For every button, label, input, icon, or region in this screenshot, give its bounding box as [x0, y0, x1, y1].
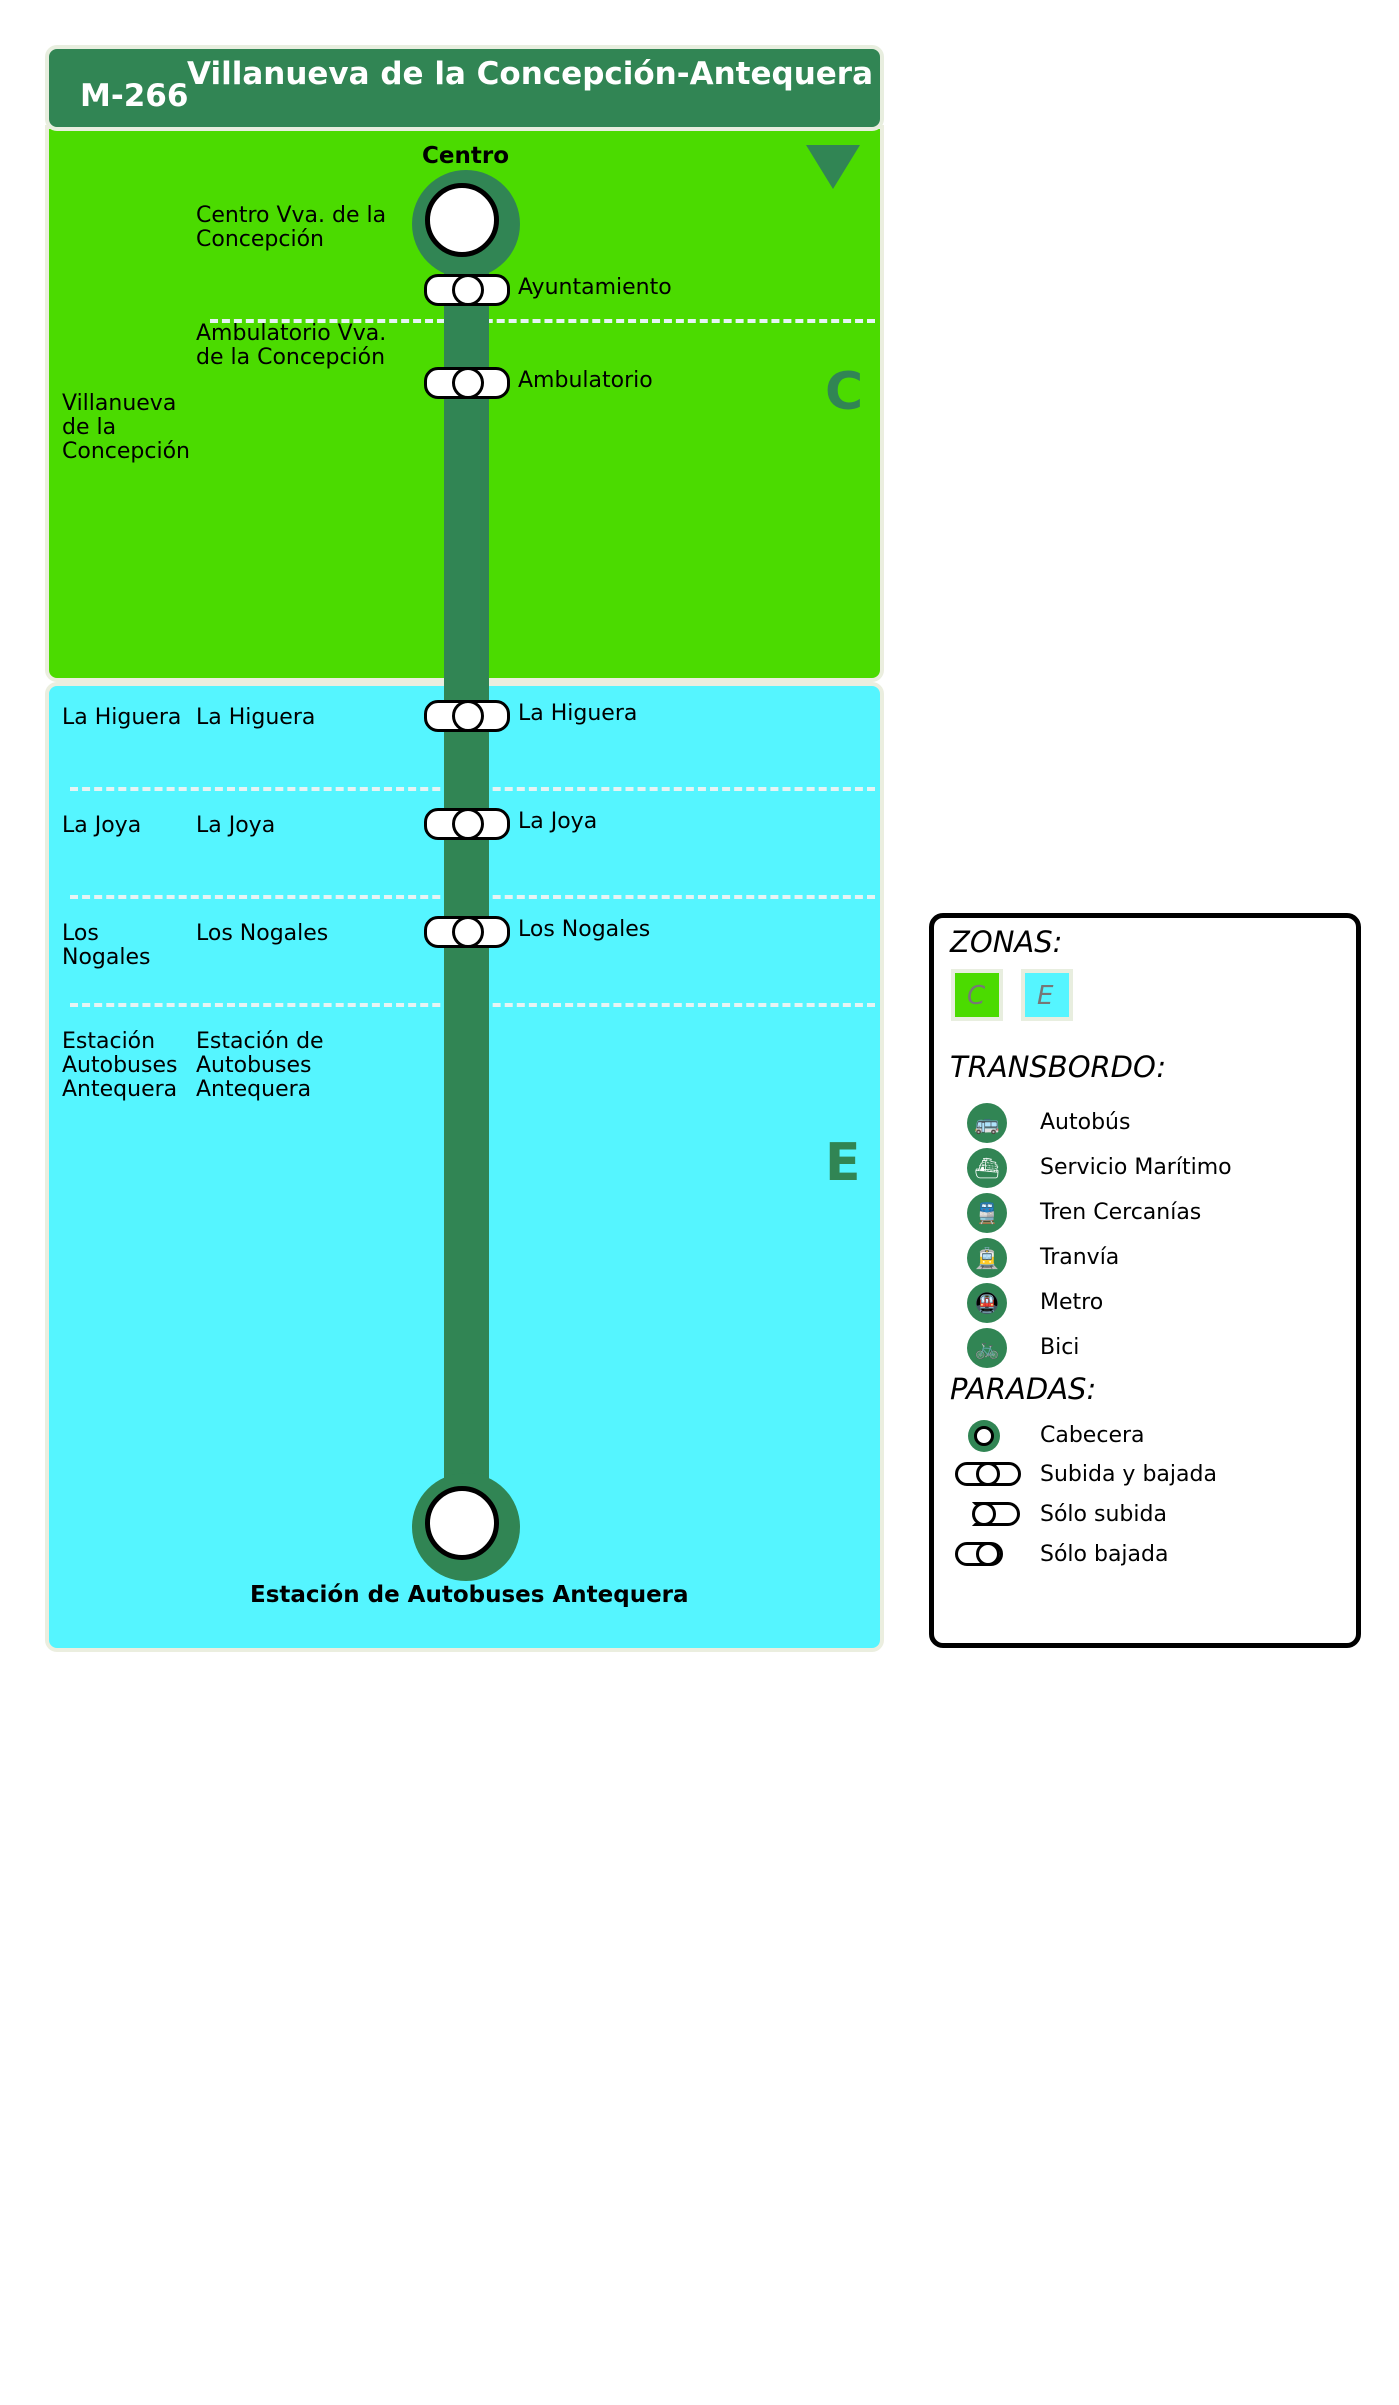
stop-ambulatorio-name: Ambulatorio Vva. de la Concepción	[196, 321, 387, 370]
route-code: M-266	[80, 78, 189, 114]
legend-metro-label: Metro	[1040, 1290, 1104, 1315]
stop-la-higuera-label: La Higuera	[518, 701, 638, 726]
direction-arrow-icon	[806, 145, 860, 189]
municipality-antequera: Estación Autobuses Antequera	[62, 1029, 178, 1102]
stop-ayuntamiento-label: Ayuntamiento	[518, 275, 672, 300]
legend-tram-label: Tranvía	[1040, 1245, 1120, 1270]
bus-icon: 🚌	[967, 1103, 1007, 1143]
legend-zone-e-swatch: E	[1021, 969, 1073, 1021]
end-terminal-bottom-label: Estación de Autobuses Antequera	[250, 1582, 689, 1608]
legend-subida-bajada-symbol	[955, 1462, 1021, 1486]
municipality-los-nogales: Los Nogales	[62, 921, 151, 970]
metro-icon: 🚇	[967, 1283, 1007, 1323]
bike-icon: 🚲	[967, 1328, 1007, 1368]
legend-solo-bajada-label: Sólo bajada	[1040, 1542, 1169, 1567]
route-header	[45, 45, 884, 131]
stop-ambulatorio-label: Ambulatorio	[518, 368, 653, 393]
legend-subida-bajada-label: Subida y bajada	[1040, 1462, 1217, 1487]
route-line	[444, 220, 489, 1525]
start-terminal-top-label: Centro	[422, 143, 509, 169]
stop-los-nogales-label: Los Nogales	[518, 917, 651, 942]
legend-cabecera-label: Cabecera	[1040, 1423, 1145, 1448]
stop-los-nogales[interactable]	[424, 916, 510, 948]
stop-la-joya-label: La Joya	[518, 809, 598, 834]
stop-los-nogales-name: Los Nogales	[196, 921, 329, 946]
legend-zonas-title: ZONAS:	[950, 925, 1063, 959]
train-icon: 🚆	[967, 1193, 1007, 1233]
zone-c-letter: C	[825, 362, 864, 422]
end-terminal[interactable]	[412, 1473, 520, 1581]
ferry-icon: ⛴	[967, 1148, 1007, 1188]
legend-bike-label: Bici	[1040, 1335, 1080, 1360]
tram-icon: 🚊	[967, 1238, 1007, 1278]
start-terminal[interactable]	[412, 170, 520, 278]
route-name: Villanueva de la Concepción-Antequera	[187, 56, 874, 92]
start-terminal-name: Centro Vva. de la Concepción	[196, 203, 387, 252]
stop-separator	[210, 319, 875, 323]
end-terminal-name: Estación de Autobuses Antequera	[196, 1029, 324, 1102]
stop-la-higuera[interactable]	[424, 700, 510, 732]
stop-ayuntamiento[interactable]	[424, 274, 510, 306]
legend-bus-label: Autobús	[1040, 1110, 1131, 1135]
zone-e-letter: E	[825, 1133, 861, 1193]
legend-solo-subida-label: Sólo subida	[1040, 1502, 1167, 1527]
legend	[929, 913, 1361, 1648]
municipality-label: Villanueva de la Concepción	[62, 391, 190, 464]
municipality-la-higuera: La Higuera	[62, 705, 182, 730]
legend-transbordo-title: TRANSBORDO:	[950, 1050, 1167, 1084]
stop-la-joya[interactable]	[424, 808, 510, 840]
stop-ambulatorio[interactable]	[424, 367, 510, 399]
legend-solo-subida-symbol	[972, 1502, 1020, 1526]
legend-paradas-title: PARADAS:	[950, 1372, 1097, 1406]
stop-la-joya-name: La Joya	[196, 813, 276, 838]
municipality-la-joya: La Joya	[62, 813, 142, 838]
legend-train-label: Tren Cercanías	[1040, 1200, 1202, 1225]
stop-la-higuera-name: La Higuera	[196, 705, 316, 730]
legend-ferry-label: Servicio Marítimo	[1040, 1155, 1232, 1180]
legend-cabecera-symbol	[968, 1420, 1000, 1452]
legend-solo-bajada-symbol	[955, 1542, 1003, 1566]
legend-zone-c-swatch: C	[951, 969, 1003, 1021]
